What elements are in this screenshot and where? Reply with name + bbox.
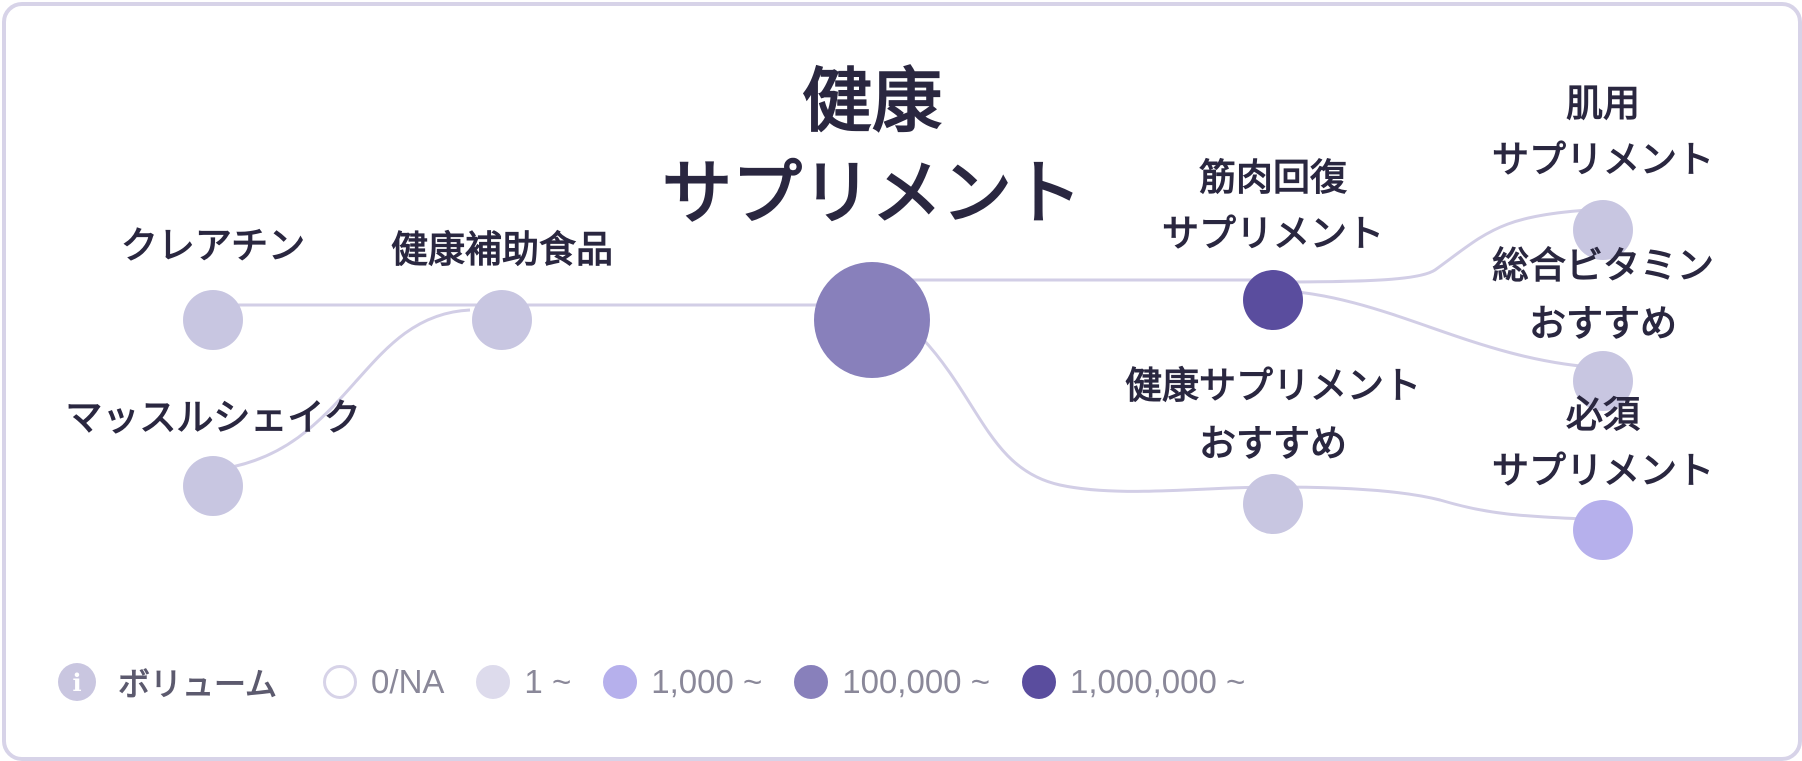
node-creatine[interactable] xyxy=(183,290,243,350)
legend-label-0: 0/NA xyxy=(371,663,445,700)
node-label-sogo-0: 総合ビタミン xyxy=(1492,244,1714,287)
edge-osusume-hissu xyxy=(1272,485,1604,522)
edge-root-osusume xyxy=(920,336,1274,493)
node-label-hada-0: 肌用 xyxy=(1566,82,1640,125)
node-hada[interactable] xyxy=(1573,200,1633,260)
node-label-muscle-shake-0: マッスルシェイク xyxy=(65,396,360,439)
keyword-flow-diagram: 健康サプリメント健康補助食品クレアチンマッスルシェイク筋肉回復サプリメント健康サ… xyxy=(65,60,1714,560)
edge-kinniku-hada xyxy=(1272,207,1604,284)
node-label-root-0: 健康 xyxy=(802,60,943,142)
node-hissu[interactable] xyxy=(1573,500,1633,560)
edge-muscle-shake-kenko-hojo xyxy=(212,308,471,472)
node-label-hada-1: サプリメント xyxy=(1492,138,1714,181)
node-label-hissu-1: サプリメント xyxy=(1492,449,1714,492)
node-label-kenko-hojo-0: 健康補助食品 xyxy=(391,228,613,271)
legend-item-1000000: 1,000,000 ~ xyxy=(1021,663,1246,701)
node-sogo[interactable] xyxy=(1573,351,1633,411)
legend-swatch-0 xyxy=(323,665,358,699)
node-osusume[interactable] xyxy=(1243,474,1303,534)
legend-item-1: 1 ~ xyxy=(476,663,571,701)
legend-label-1000000: 1,000,000 ~ xyxy=(1069,663,1246,700)
node-muscle-shake[interactable] xyxy=(183,456,243,516)
node-kinniku[interactable] xyxy=(1243,270,1303,330)
legend-label-1000: 1,000 ~ xyxy=(651,663,763,700)
legend-label-100000: 100,000 ~ xyxy=(842,663,990,700)
node-label-kinniku-1: サプリメント xyxy=(1162,212,1384,255)
edge-kinniku-sogo xyxy=(1272,288,1604,370)
node-label-kinniku-0: 筋肉回復 xyxy=(1199,156,1348,199)
node-kenko-hojo[interactable] xyxy=(472,290,532,350)
legend-label-1: 1 ~ xyxy=(524,663,572,700)
legend-swatch-100000 xyxy=(794,665,829,699)
node-label-osusume-0: 健康サプリメント xyxy=(1125,364,1421,407)
node-root[interactable] xyxy=(814,262,930,378)
node-label-sogo-1: おすすめ xyxy=(1529,302,1677,345)
node-label-creatine-0: クレアチン xyxy=(121,224,305,267)
legend-swatch-1000000 xyxy=(1021,665,1056,699)
node-label-root-1: サプリメント xyxy=(662,152,1082,234)
legend-item-0: 0/NA xyxy=(323,663,444,701)
legend-swatch-1000 xyxy=(603,665,638,699)
legend: i ボリューム 0/NA 1 ~ 1,000 ~ 100,000 ~ 1,000… xyxy=(58,660,1277,704)
node-label-osusume-1: おすすめ xyxy=(1199,422,1347,465)
legend-item-1000: 1,000 ~ xyxy=(603,663,762,701)
node-label-hissu-0: 必須 xyxy=(1566,393,1641,436)
legend-item-100000: 100,000 ~ xyxy=(794,663,990,701)
legend-title: ボリューム xyxy=(118,665,278,703)
info-icon[interactable]: i xyxy=(58,663,96,701)
legend-swatch-1 xyxy=(476,665,511,699)
